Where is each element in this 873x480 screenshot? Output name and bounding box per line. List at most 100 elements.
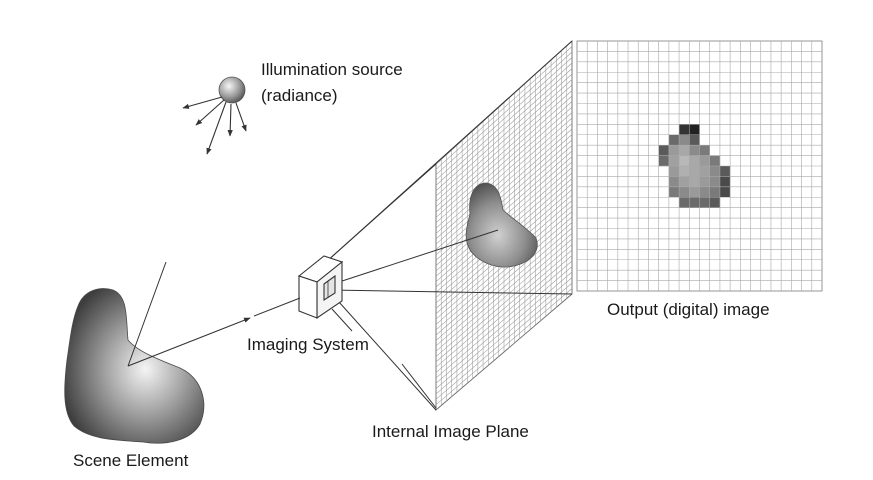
imaging-system-label: Imaging System (247, 335, 369, 354)
image-pixel (668, 155, 680, 167)
image-pixel (679, 134, 690, 146)
plane-grid-line (435, 95, 573, 218)
light-ray (227, 103, 233, 137)
plane-grid-line (435, 57, 573, 181)
image-pixel (689, 134, 700, 146)
image-pixel (679, 176, 690, 188)
output-image-label: Output (digital) image (607, 300, 770, 319)
image-pixel (699, 145, 710, 156)
scene-shape (64, 288, 205, 444)
plane-grid-line (435, 255, 573, 373)
plane-grid-line (435, 90, 573, 213)
scene-element (64, 261, 301, 444)
illumination-source-label: Illumination source (261, 60, 403, 79)
image-pixel (668, 176, 680, 188)
image-pixel (699, 155, 710, 167)
plane-grid-line (435, 68, 573, 191)
image-pixel (679, 197, 690, 208)
internal-image-plane (435, 39, 573, 411)
image-pixel (658, 145, 670, 156)
light-sphere (218, 76, 246, 104)
illumination-radiance-label: (radiance) (261, 86, 338, 105)
image-pixel (679, 124, 690, 135)
image-pixel (709, 166, 721, 177)
projected-image (465, 182, 538, 268)
image-pixel (719, 176, 731, 188)
plane-grid-line (435, 260, 573, 379)
imaging-lens (323, 274, 336, 302)
image-pixel (689, 155, 700, 167)
image-pixel (689, 166, 700, 177)
image-pixel (709, 186, 721, 198)
image-pixel (719, 186, 731, 198)
image-pixel (699, 186, 710, 198)
image-pixel (689, 176, 700, 188)
imaging-system-leader (331, 308, 353, 332)
light-ray (195, 99, 225, 126)
scene-normal-line (127, 261, 167, 367)
image-pixel (699, 197, 710, 208)
plane-grid-line (435, 288, 573, 405)
imaging-box-face (298, 275, 318, 319)
output-image (576, 40, 823, 292)
light-ray (206, 101, 227, 155)
scene-element-label: Scene Element (73, 451, 189, 470)
image-pixel (719, 166, 731, 177)
image-pixel (679, 145, 690, 156)
image-pixel (679, 155, 690, 167)
plane-grid-line (435, 227, 573, 347)
plane-grid-line (435, 128, 573, 250)
plane-grid-line (435, 145, 573, 266)
plane-grid-line (435, 51, 573, 175)
plane-grid-line (435, 211, 573, 330)
projection-rays (325, 40, 573, 411)
plane-grid-line (435, 106, 573, 229)
plane-grid-line (435, 249, 573, 368)
projection-ray (329, 289, 573, 295)
plane-grid-line (435, 73, 573, 197)
plane-grid-line (435, 139, 573, 261)
imaging-system (297, 255, 344, 320)
output-grid-lines (577, 41, 822, 291)
image-pixel (679, 186, 690, 198)
image-pixel (658, 155, 670, 167)
image-pixel (689, 186, 700, 198)
internal-image-plane-label: Internal Image Plane (372, 422, 529, 441)
plane-grid-line (435, 84, 573, 207)
image-pixel (709, 176, 721, 188)
light-ray (182, 96, 223, 109)
reflected-ray (127, 317, 251, 367)
plane-grid-line (435, 79, 573, 202)
plane-grid-line (435, 238, 573, 357)
internal-plane-leader (401, 363, 437, 409)
plane-grid-line (435, 216, 573, 336)
illumination-source (182, 76, 247, 155)
image-pixel (668, 186, 680, 198)
ray-to-lens (253, 297, 301, 317)
plane-grid-line (435, 123, 573, 245)
projection-ray (329, 291, 437, 411)
image-pixel (689, 124, 700, 135)
plane-grid-line (435, 62, 573, 186)
image-pixel (668, 145, 680, 156)
light-ray (235, 102, 247, 132)
image-pixel (679, 166, 690, 177)
image-pixel (668, 166, 680, 177)
leader-lines (331, 308, 437, 409)
image-pixel (689, 197, 700, 208)
plane-grid-line (435, 282, 573, 400)
light-rays (182, 96, 247, 155)
plane-grid-line (435, 117, 573, 240)
plane-grid-line (435, 271, 573, 389)
plane-grid-line (435, 222, 573, 341)
image-pixel (689, 145, 700, 156)
image-pixel (668, 134, 680, 146)
plane-grid-line (435, 101, 573, 224)
projection-ray (325, 40, 573, 263)
image-pixel (709, 197, 721, 208)
plane-grid-line (435, 266, 573, 384)
plane-grid-line (435, 233, 573, 352)
plane-grid-line (435, 112, 573, 234)
